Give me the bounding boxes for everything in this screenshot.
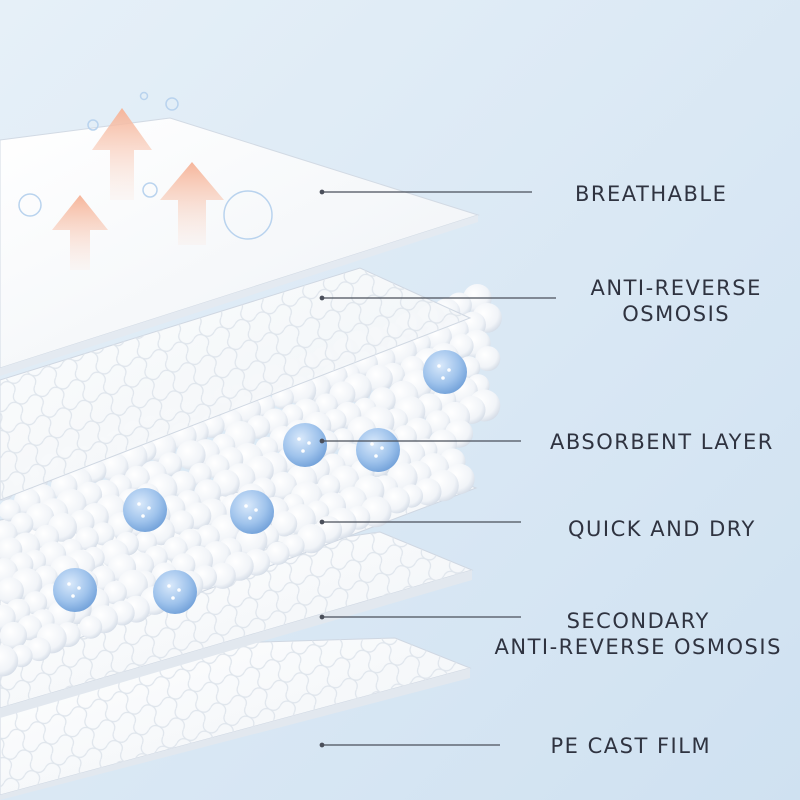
water-droplet-icon bbox=[423, 350, 467, 394]
droplet-highlight bbox=[137, 502, 141, 506]
layer-label: QUICK AND DRY bbox=[568, 516, 756, 542]
droplet-highlight bbox=[177, 588, 181, 592]
droplet-highlight bbox=[380, 446, 384, 450]
droplet-highlight bbox=[77, 586, 81, 590]
layer-label: BREATHABLE bbox=[575, 181, 727, 207]
droplet-highlight bbox=[297, 437, 301, 441]
layer-label-line: PE CAST FILM bbox=[551, 733, 712, 759]
droplet-highlight bbox=[301, 449, 305, 453]
droplet-highlight bbox=[370, 442, 374, 446]
layer-label-line: ANTI-REVERSE bbox=[591, 275, 762, 301]
droplet-highlight bbox=[167, 584, 171, 588]
layer-label-line: SECONDARY bbox=[495, 608, 782, 634]
layer-label-line: ANTI-REVERSE OSMOSIS bbox=[495, 634, 782, 660]
absorbent-ball bbox=[79, 616, 102, 639]
water-droplet-icon bbox=[283, 423, 327, 467]
water-droplet-icon bbox=[53, 568, 97, 612]
leader-dot bbox=[320, 296, 324, 300]
droplet-highlight bbox=[254, 508, 258, 512]
layer-label: PE CAST FILM bbox=[551, 733, 712, 759]
layer-label-line: OSMOSIS bbox=[591, 301, 762, 327]
layer-label-line: BREATHABLE bbox=[575, 181, 727, 207]
droplet-highlight bbox=[141, 514, 145, 518]
water-droplet-icon bbox=[123, 488, 167, 532]
droplet-highlight bbox=[307, 441, 311, 445]
water-droplet-icon bbox=[356, 428, 400, 472]
leader-dot bbox=[320, 190, 324, 194]
leader-dot bbox=[320, 615, 324, 619]
droplet-highlight bbox=[447, 368, 451, 372]
layer-label: ABSORBENT LAYER bbox=[550, 429, 774, 455]
droplet-highlight bbox=[71, 594, 75, 598]
water-droplet-icon bbox=[153, 570, 197, 614]
layer-label-line: QUICK AND DRY bbox=[568, 516, 756, 542]
droplet-highlight bbox=[437, 364, 441, 368]
droplet-highlight bbox=[248, 516, 252, 520]
droplet-highlight bbox=[171, 596, 175, 600]
droplet-highlight bbox=[441, 376, 445, 380]
droplet-highlight bbox=[374, 454, 378, 458]
droplet-highlight bbox=[67, 582, 71, 586]
layer-label-line: ABSORBENT LAYER bbox=[550, 429, 774, 455]
water-droplet-icon bbox=[230, 490, 274, 534]
leader-dot bbox=[320, 743, 324, 747]
droplet-highlight bbox=[147, 506, 151, 510]
leader-dot bbox=[320, 520, 324, 524]
leader-dot bbox=[320, 439, 324, 443]
droplet-highlight bbox=[244, 504, 248, 508]
